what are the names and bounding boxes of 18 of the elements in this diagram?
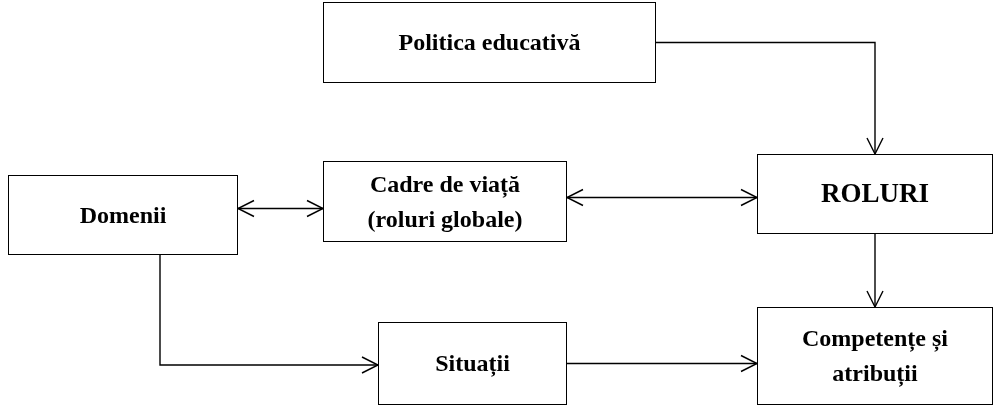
process-box — [757, 154, 993, 234]
node-label: Politica educativă — [398, 28, 581, 58]
arrow — [566, 354, 758, 373]
node-label: Situații — [435, 349, 510, 379]
node-label: Competențe și atribuții — [801, 324, 949, 389]
arrow — [159, 254, 379, 374]
arrow — [655, 41, 884, 155]
process-box — [323, 161, 567, 242]
process-box — [757, 307, 993, 405]
node-label: ROLURI — [821, 177, 929, 211]
process-box — [8, 175, 238, 255]
arrow — [866, 233, 884, 308]
process-box — [323, 2, 656, 83]
arrow — [237, 199, 324, 218]
node-label: Domenii — [79, 200, 167, 230]
arrow — [566, 188, 758, 207]
process-box — [378, 322, 567, 405]
node-label: Cadre de viață (roluri globale) — [366, 169, 524, 234]
